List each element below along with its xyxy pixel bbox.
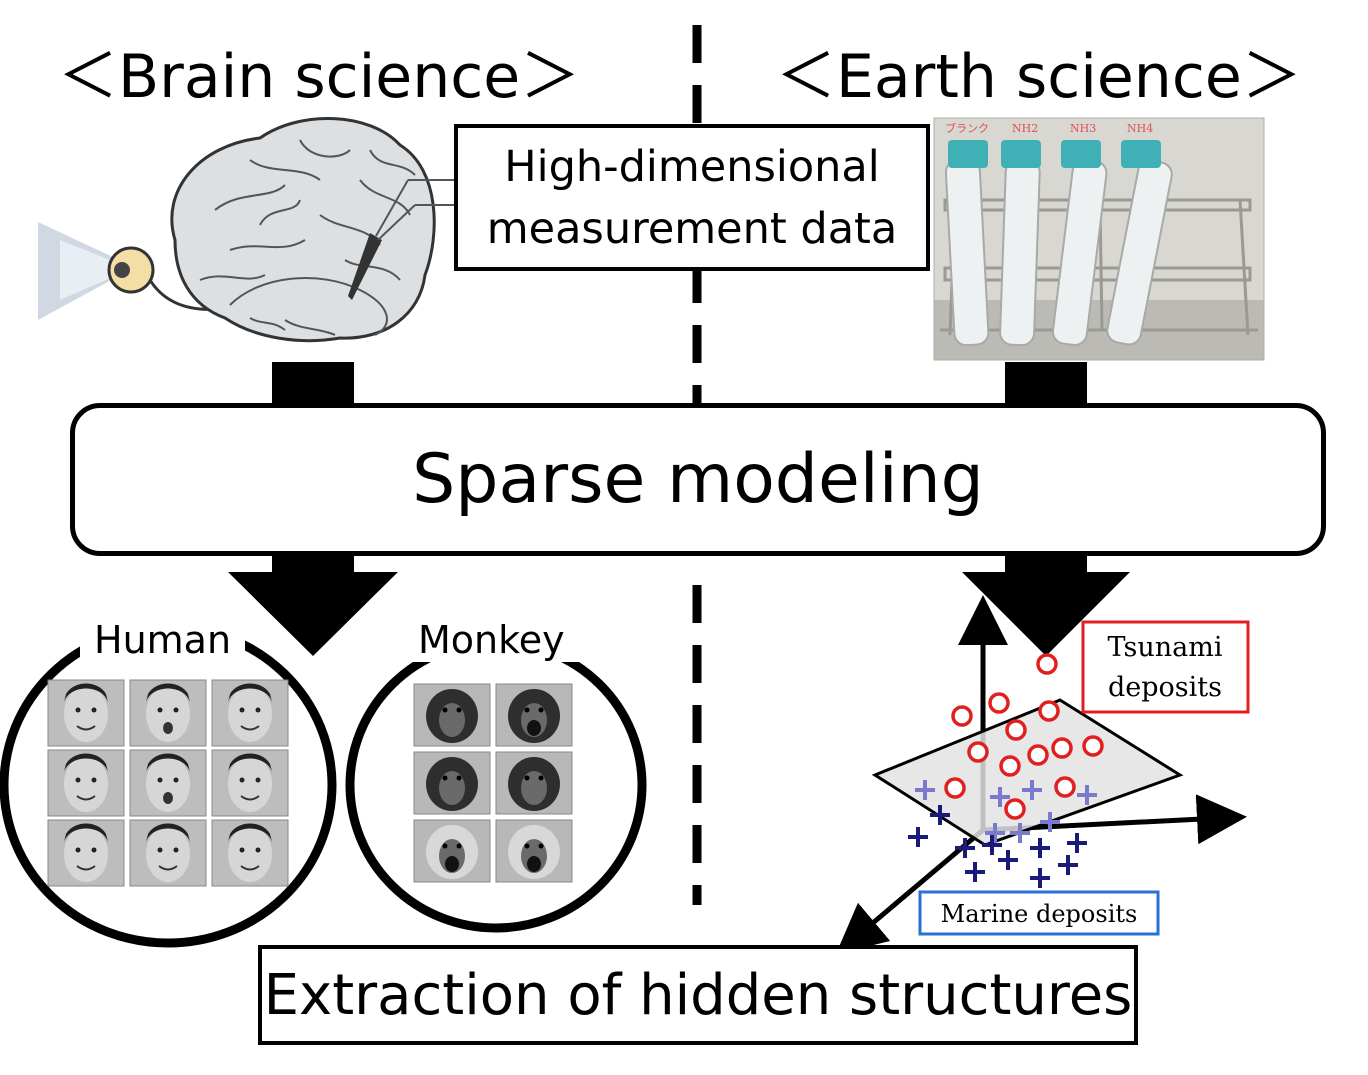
marine-point [915, 780, 935, 800]
human-face-photo [129, 679, 207, 747]
tsunami-point [1005, 719, 1027, 741]
human-face-photo [211, 819, 289, 887]
tsunami-point [1036, 653, 1058, 675]
measurement-line2: measurement data [486, 203, 898, 254]
human-face-photo [47, 679, 125, 747]
tsunami-point [1027, 744, 1049, 766]
human-face-grid [47, 679, 289, 887]
marine-point [998, 850, 1018, 870]
marine-point [1058, 855, 1078, 875]
marine-legend-box [918, 890, 1160, 936]
right-down-arrow [962, 555, 1130, 656]
marine-point [1067, 833, 1087, 853]
tsunami-point [1051, 737, 1073, 759]
monkey-face-photo [495, 819, 573, 883]
marine-point [982, 835, 1002, 855]
tsunami-point [988, 692, 1010, 714]
tsunami-label-line2: deposits [1108, 672, 1222, 703]
monkey-face-photo [413, 819, 491, 883]
human-face-photo [211, 679, 289, 747]
tsunami-point [999, 755, 1021, 777]
marine-label: Marine deposits [941, 900, 1138, 928]
human-face-photo [129, 819, 207, 887]
marine-point [1030, 838, 1050, 858]
hidden-structures-box: Extraction of hidden structures [258, 945, 1138, 1045]
marine-point [930, 805, 950, 825]
marine-point [908, 827, 928, 847]
monkey-face-photo [413, 751, 491, 815]
human-label: Human [80, 618, 246, 662]
marine-points [908, 780, 1097, 888]
test-tubes-photo: ブランク NH2 NH3 NH4 [933, 117, 1265, 361]
monkey-face-grid [413, 683, 573, 883]
marine-point [990, 787, 1010, 807]
marine-point [985, 823, 1005, 843]
sparse-modeling-box: Sparse modeling [70, 403, 1326, 556]
tsunami-point [1082, 735, 1104, 757]
marine-point [965, 862, 985, 882]
tsunami-point [944, 777, 966, 799]
tube-label-blank: ブランク [945, 121, 989, 135]
tube-label-nh2: NH2 [1012, 122, 1038, 135]
tsunami-legend-box [1081, 620, 1250, 714]
tsunami-point [967, 741, 989, 763]
hidden-structures-label: Extraction of hidden structures [263, 962, 1133, 1028]
monkey-face-photo [413, 683, 491, 747]
separating-plane [871, 698, 1184, 847]
tsunami-point [951, 705, 973, 727]
brain-icon [170, 117, 460, 343]
tube-label-nh3: NH3 [1070, 122, 1096, 135]
tsunami-points [944, 653, 1104, 820]
marine-point [1030, 868, 1050, 888]
marine-point [955, 838, 975, 858]
tube-label-nh4: NH4 [1127, 122, 1153, 135]
deposit-plot: Tsunami deposits Marine deposits [835, 595, 1250, 955]
human-face-photo [47, 819, 125, 887]
tsunami-label-line1: Tsunami [1107, 632, 1222, 663]
tubes-connector [1005, 362, 1087, 408]
marine-point [1040, 812, 1060, 832]
tsunami-point [1038, 700, 1060, 722]
human-face-photo [129, 749, 207, 817]
monkey-label: Monkey [404, 618, 579, 662]
monkey-face-photo [495, 683, 573, 747]
marine-point [1022, 780, 1042, 800]
brain-connector [272, 362, 354, 408]
tsunami-point [1004, 798, 1026, 820]
human-face-photo [47, 749, 125, 817]
earth-science-heading: ＜Earth science＞ [776, 42, 1302, 112]
left-down-arrow [228, 555, 398, 656]
measurement-line1: High-dimensional [504, 141, 880, 192]
sparse-modeling-label: Sparse modeling [412, 440, 984, 519]
marine-point [1010, 823, 1030, 843]
brain-science-heading: ＜Brain science＞ [58, 42, 581, 112]
measurement-data-box: High-dimensional measurement data [454, 124, 930, 271]
human-face-photo [211, 749, 289, 817]
tsunami-point [1054, 776, 1076, 798]
marine-point [1077, 785, 1097, 805]
monkey-face-photo [495, 751, 573, 815]
